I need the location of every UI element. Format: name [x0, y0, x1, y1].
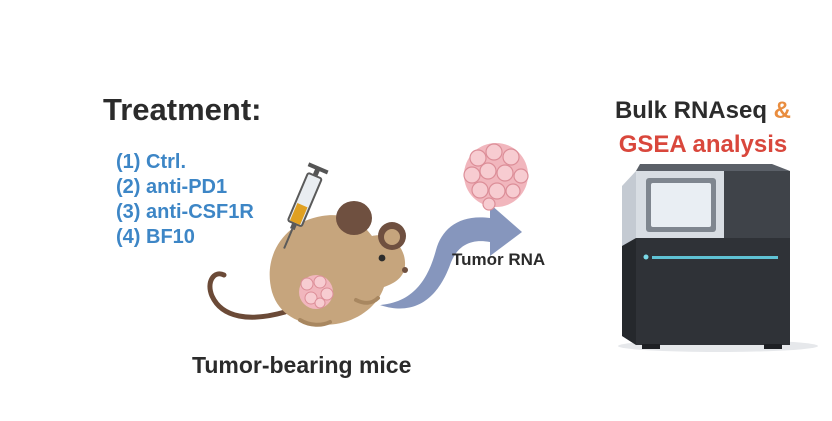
- mouse-tail: [207, 271, 288, 320]
- treatment-item: (2) anti-PD1: [116, 176, 228, 198]
- gsea-analysis-text: GSEA analysis: [618, 131, 788, 158]
- mouse-eye: [378, 254, 386, 262]
- tumor-rna-label: Tumor RNA: [452, 250, 546, 269]
- mice-label: Tumor-bearing mice: [192, 352, 412, 378]
- treatment-item: (4) BF10: [116, 226, 195, 248]
- ampersand-text: &: [773, 97, 792, 124]
- mouse-ear-back: [336, 201, 372, 235]
- treatment-title: Treatment:: [103, 92, 262, 127]
- curved-arrow-icon: [380, 204, 522, 309]
- sequencer-icon: [618, 164, 818, 352]
- treatment-item: (1) Ctrl.: [116, 151, 186, 173]
- treatment-item: (3) anti-CSF1R: [116, 201, 254, 223]
- mouse-nose: [402, 267, 408, 273]
- analysis-title-line1: Bulk RNAseq &: [588, 94, 818, 128]
- syringe-icon: [283, 162, 329, 249]
- tumor-icon: [299, 275, 334, 309]
- treatment-list: (1) Ctrl. (2) anti-PD1 (3) anti-CSF1R (4…: [116, 150, 254, 250]
- tumor-tissue-icon: [463, 143, 529, 211]
- analysis-title: Bulk RNAseq & GSEA analysis: [588, 94, 818, 162]
- bulk-rnaseq-text: Bulk RNAseq: [614, 97, 767, 124]
